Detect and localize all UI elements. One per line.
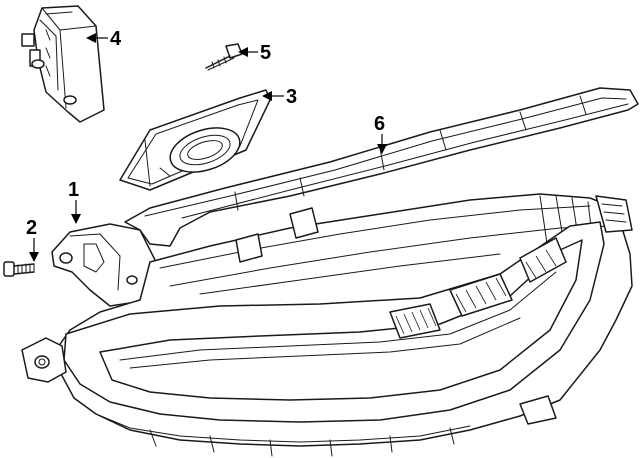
callout-4-label: 4	[110, 28, 122, 50]
callout-3-label: 3	[286, 86, 297, 108]
callout-5-label: 5	[260, 42, 271, 64]
screw-icon	[205, 43, 243, 71]
callout-1-label: 1	[68, 179, 79, 201]
callout-1: 1	[68, 179, 81, 224]
callout-2-label: 2	[26, 217, 37, 239]
trim-strip-icon	[124, 87, 639, 247]
headlamp-assembly-icon	[21, 193, 633, 457]
control-module-icon	[21, 5, 105, 123]
callout-4: 4	[86, 28, 122, 50]
control-module-bracket-icon	[119, 89, 271, 191]
callout-3: 3	[262, 86, 297, 108]
callout-6-label: 6	[374, 113, 385, 135]
callout-5: 5	[238, 42, 271, 64]
bolt-icon	[3, 261, 35, 277]
callout-2: 2	[26, 217, 39, 262]
callout-6: 6	[374, 113, 387, 154]
